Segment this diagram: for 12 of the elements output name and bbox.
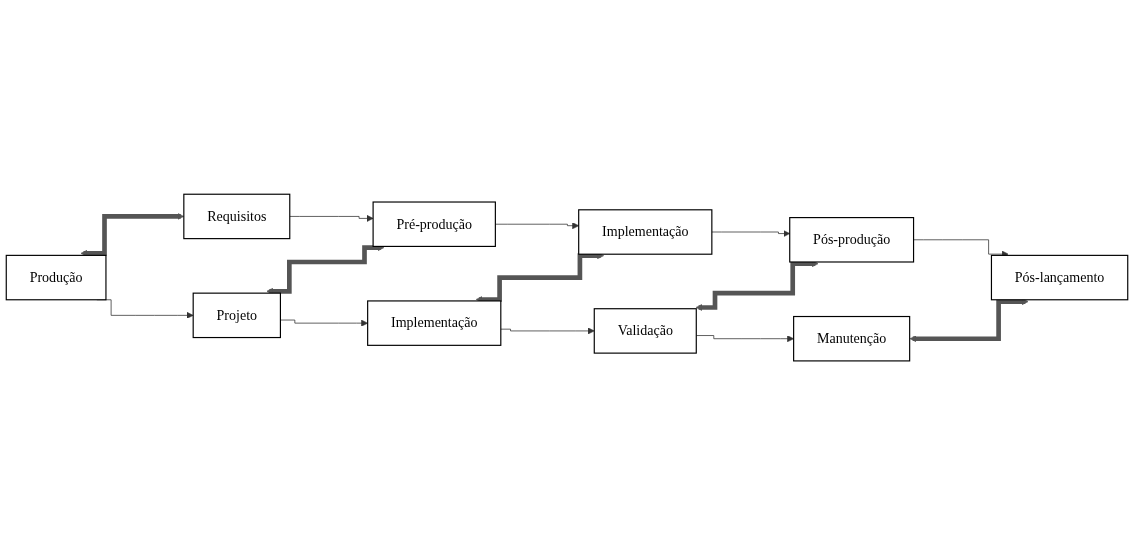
node-box: Produção [5,255,107,301]
node-box: Pós-lançamento [990,255,1129,301]
node-box: Projeto [192,293,281,339]
node-box: Requisitos [183,194,291,240]
arrow [475,252,604,304]
node-box: Pós-produção [789,217,915,263]
node-box: Manutenção [793,316,911,362]
node-box: Implementação [578,209,713,256]
node-box: Pré-produção [372,201,496,248]
node-box: Validação [593,308,697,355]
node-box: Implementação [367,300,502,347]
arrow [266,244,385,296]
